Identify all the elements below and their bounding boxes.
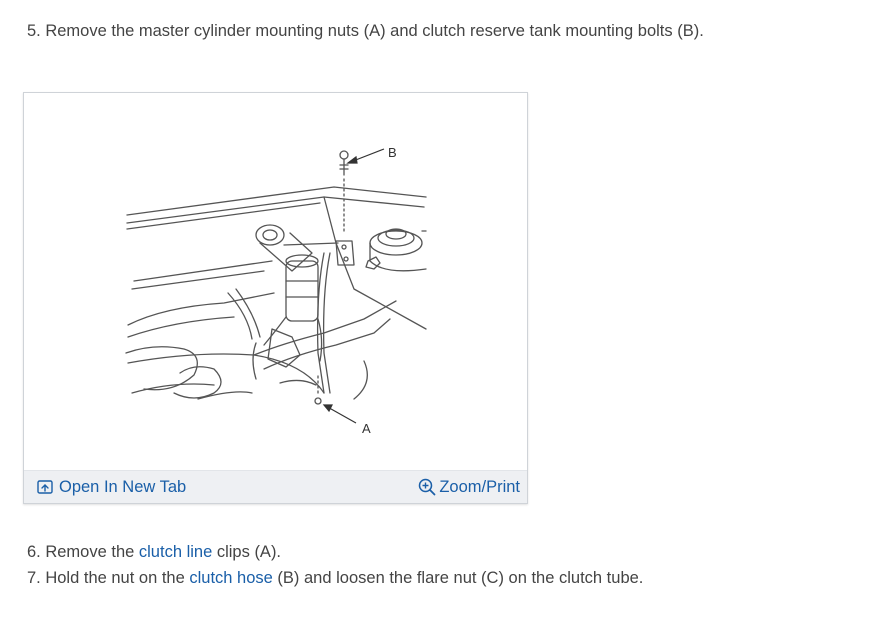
open-in-new-tab-label: Open In New Tab bbox=[59, 477, 187, 496]
zoom-in-icon bbox=[419, 478, 436, 496]
step-6-suffix: clips (A). bbox=[212, 543, 282, 561]
illustration-panel: B A Open In New Tab Zoom/Print bbox=[23, 92, 528, 504]
step-7-prefix: 7. Hold the nut on the bbox=[27, 569, 190, 587]
step-7-text: 7. Hold the nut on the clutch hose (B) a… bbox=[27, 567, 643, 589]
figure-toolbar: Open In New Tab Zoom/Print bbox=[24, 470, 527, 503]
clutch-line-link[interactable]: clutch line bbox=[138, 543, 213, 561]
open-new-tab-icon bbox=[37, 480, 53, 494]
step-6-prefix: 6. Remove the bbox=[27, 543, 139, 561]
open-in-new-tab-link[interactable]: Open In New Tab bbox=[37, 471, 186, 503]
step-6-text: 6. Remove the clutch line clips (A). bbox=[27, 541, 281, 563]
step-7-suffix: (B) and loosen the flare nut (C) on the … bbox=[272, 569, 644, 587]
zoom-print-link[interactable]: Zoom/Print bbox=[418, 471, 520, 503]
clutch-hose-link[interactable]: clutch hose bbox=[189, 569, 273, 587]
callout-label-a: A bbox=[362, 421, 371, 436]
zoom-print-label: Zoom/Print bbox=[439, 477, 520, 496]
master-cylinder-illustration[interactable]: B A bbox=[24, 93, 527, 469]
step-5-text: 5. Remove the master cylinder mounting n… bbox=[27, 22, 704, 40]
callout-label-b: B bbox=[388, 145, 397, 160]
